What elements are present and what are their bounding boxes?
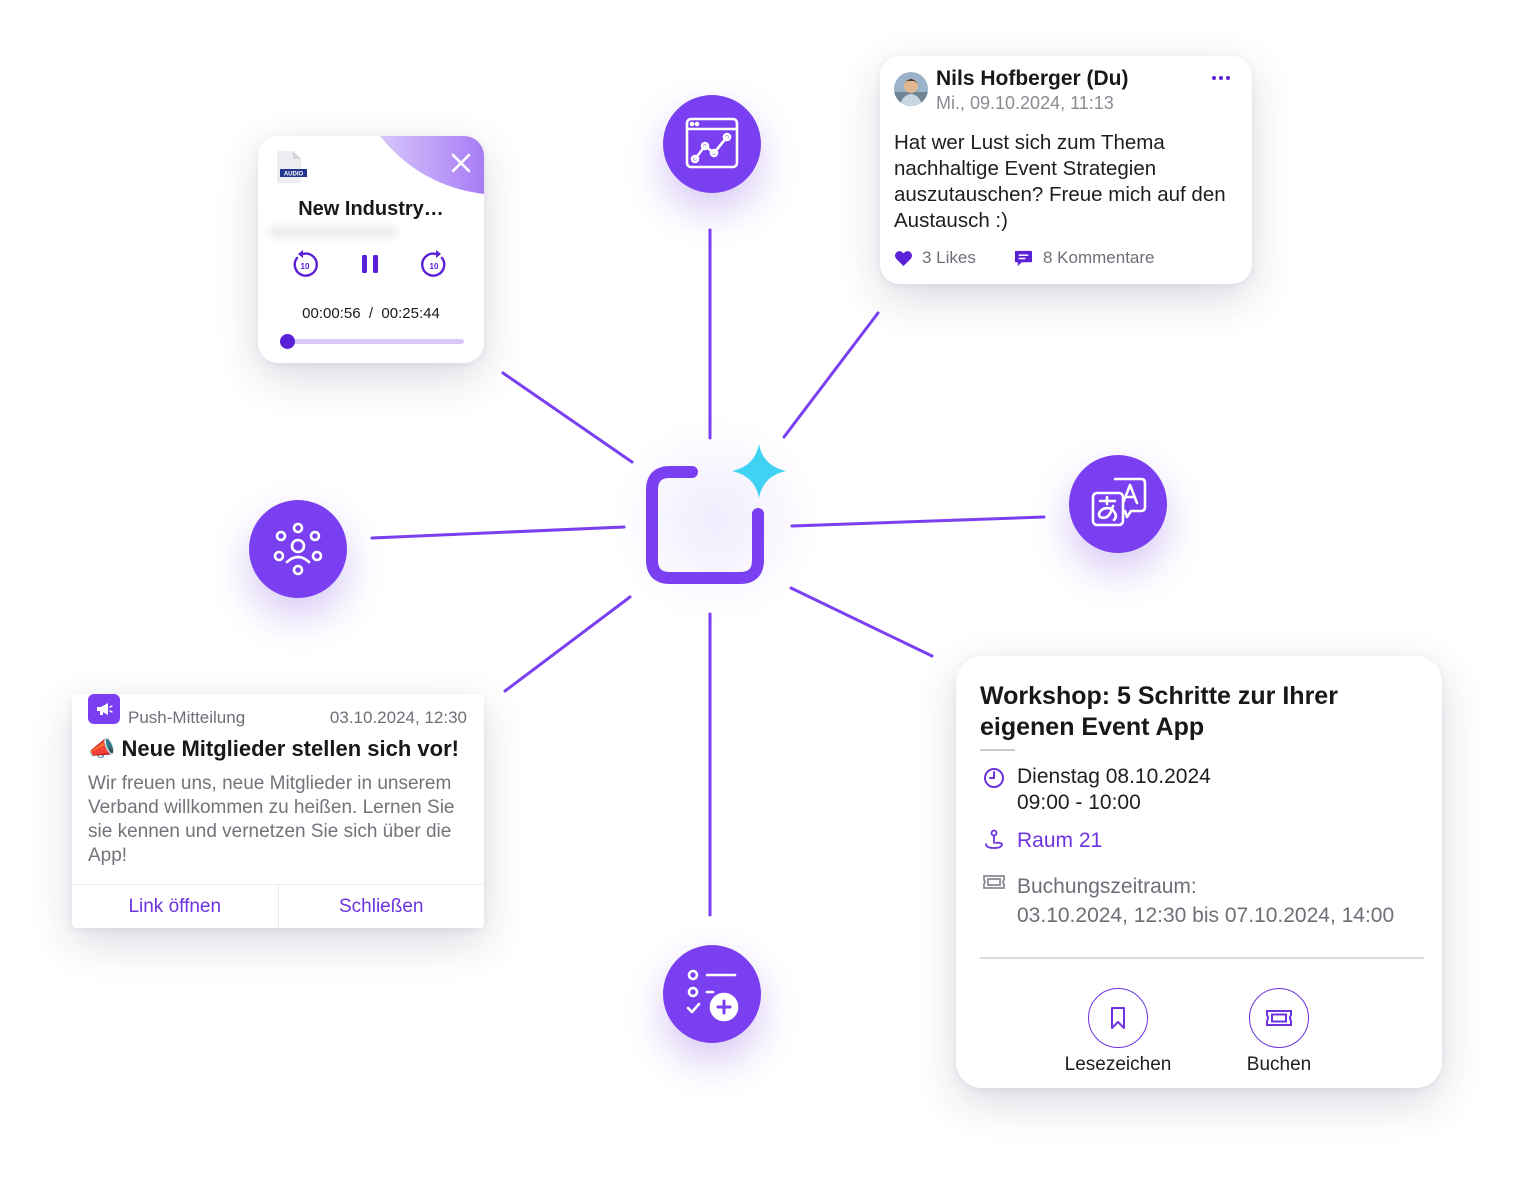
booking-label: Buchungszeitraum: <box>1017 875 1197 898</box>
push-notification-card: Push-Mitteilung 03.10.2024, 12:30 📣 Neue… <box>72 694 484 928</box>
audio-title: New Industry… <box>298 198 444 220</box>
audio-corner-accent <box>380 136 484 194</box>
push-body: Wir freuen uns, neue Mitglieder in unser… <box>88 773 455 866</box>
translate-feature[interactable] <box>1069 455 1167 553</box>
forward-10-icon[interactable]: 10 <box>418 248 450 280</box>
total-time: 00:25:44 <box>381 305 440 322</box>
event-title: Workshop: 5 Schritte zur Ihrer eigenen E… <box>980 682 1338 741</box>
post-card: Nils Hofberger (Du) Mi., 09.10.2024, 11:… <box>880 56 1252 284</box>
heart-icon <box>895 250 912 266</box>
event-time: 09:00 - 10:00 <box>1017 791 1141 814</box>
likes-count: 3 Likes <box>922 248 976 267</box>
comments-button[interactable]: 8 Kommentare <box>1014 248 1155 268</box>
current-time: 00:00:56 <box>302 305 361 322</box>
clock-icon <box>984 768 1004 788</box>
community-network-icon <box>273 522 323 576</box>
audio-player-card: AUDIO New Industry… 10 10 00:00:56 / 00:… <box>258 136 484 363</box>
title-divider <box>980 749 1015 751</box>
checklist-feature[interactable] <box>663 945 761 1043</box>
comments-count: 8 Kommentare <box>1043 248 1155 267</box>
ticket-icon <box>1266 1010 1292 1026</box>
megaphone-icon <box>88 694 120 724</box>
event-date: Dienstag 08.10.2024 <box>1017 765 1211 788</box>
likes-button[interactable]: 3 Likes <box>894 248 976 268</box>
event-room[interactable]: Raum 21 <box>1017 829 1103 852</box>
file-badge: AUDIO <box>284 171 304 177</box>
avatar[interactable] <box>894 72 928 106</box>
open-link-button[interactable]: Link öffnen <box>128 895 222 917</box>
close-icon[interactable] <box>448 150 474 176</box>
progress-thumb[interactable] <box>279 334 295 349</box>
rewind-10-label: 10 <box>301 262 310 271</box>
bookmark-button[interactable]: Lesezeichen <box>1053 988 1183 1076</box>
audio-time: 00:00:56 / 00:25:44 <box>258 305 484 322</box>
bookmark-icon <box>1111 1007 1125 1029</box>
actions-divider <box>980 957 1424 959</box>
analytics-feature[interactable] <box>663 95 761 193</box>
progress-track[interactable] <box>279 334 464 349</box>
event-datetime: Dienstag 08.10.2024 09:00 - 10:00 <box>1017 764 1211 816</box>
event-card: Workshop: 5 Schritte zur Ihrer eigenen E… <box>956 656 1442 1088</box>
pause-icon[interactable] <box>354 248 386 280</box>
sparkle-icon <box>732 444 786 498</box>
audio-subtitle-blur <box>268 226 398 238</box>
bookmark-label: Lesezeichen <box>1064 1054 1172 1075</box>
community-feature[interactable] <box>249 500 347 598</box>
more-icon[interactable] <box>1210 70 1232 86</box>
ticket-icon <box>983 875 1005 889</box>
post-text: Hat wer Lust sich zum Thema nachhaltige … <box>894 131 1226 232</box>
app-logo-icon <box>646 444 786 584</box>
book-label: Buchen <box>1246 1054 1312 1075</box>
booking-period: 03.10.2024, 12:30 bis 07.10.2024, 14:00 <box>1017 904 1395 927</box>
time-separator: / <box>368 305 374 322</box>
post-date: Mi., 09.10.2024, 11:13 <box>936 93 1114 113</box>
checklist-add-icon <box>686 969 739 1022</box>
push-title: 📣 Neue Mitglieder stellen sich vor! <box>88 736 459 762</box>
book-button[interactable]: Buchen <box>1214 988 1344 1076</box>
push-title-text: Neue Mitglieder stellen sich vor! <box>121 736 459 761</box>
file-audio-icon: AUDIO <box>277 151 307 183</box>
location-pin-icon <box>985 829 1003 849</box>
rewind-10-icon[interactable]: 10 <box>289 248 321 280</box>
push-label: Push-Mitteilung <box>128 708 246 727</box>
push-actions: Link öffnen Schließen <box>72 884 484 928</box>
logo-glow <box>596 410 836 630</box>
event-booking: Buchungszeitraum: 03.10.2024, 12:30 bis … <box>1017 872 1394 930</box>
comment-icon <box>1014 250 1033 266</box>
post-author[interactable]: Nils Hofberger (Du) <box>936 67 1129 90</box>
forward-10-label: 10 <box>430 262 439 271</box>
close-button[interactable]: Schließen <box>277 885 485 928</box>
push-emoji: 📣 <box>88 736 116 761</box>
analytics-chart-icon <box>685 117 739 169</box>
push-date: 03.10.2024, 12:30 <box>329 708 467 727</box>
translate-icon <box>1091 477 1147 527</box>
